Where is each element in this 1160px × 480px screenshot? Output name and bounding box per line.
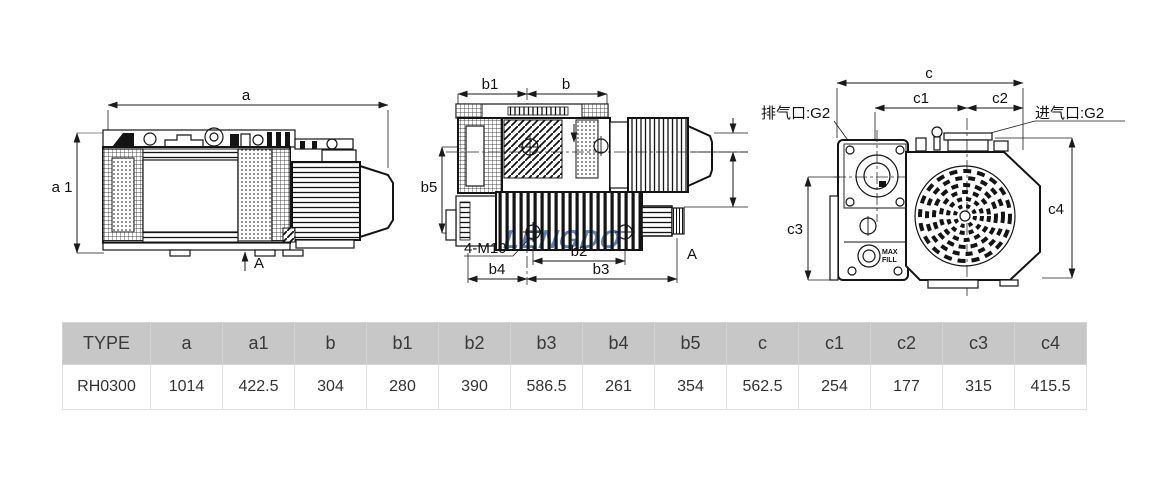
foot (927, 279, 979, 289)
foot (282, 249, 304, 257)
spec-table: TYPE a a1 b b1 b2 b3 b4 b5 c c1 c2 c3 c4… (62, 322, 1087, 410)
value-cell: 280 (366, 364, 439, 410)
column-header: b (294, 322, 367, 365)
column-header-type: TYPE (62, 322, 151, 365)
motor-end-cap (359, 164, 394, 239)
dim-label-A: A (254, 255, 264, 272)
value-cell: 390 (438, 364, 511, 410)
column-header: c4 (1014, 322, 1087, 365)
value-cell: 254 (798, 364, 871, 410)
foot (254, 249, 276, 257)
dim-label-A-top: A (687, 246, 697, 263)
table-row: RH0300 1014 422.5 304 280 390 586.5 261 … (62, 364, 1087, 410)
oil-fill-mark: FILL (882, 257, 897, 264)
engineering-drawing: a a 1 (52, 65, 1125, 296)
column-header: a1 (222, 322, 295, 365)
oil-max-mark: MAX (882, 249, 898, 256)
column-header: c2 (870, 322, 943, 365)
dim-label-b2: b2 (571, 243, 588, 260)
value-cell: 315 (942, 364, 1015, 410)
dim-label-b5: b5 (421, 179, 438, 196)
dim-label-c1: c1 (913, 90, 929, 107)
exhaust-flange (855, 154, 899, 198)
lifting-handle (164, 134, 204, 148)
foot (169, 249, 191, 257)
column-header: b2 (438, 322, 511, 365)
motor (291, 161, 361, 241)
motor-top (627, 117, 689, 193)
value-cell: 354 (654, 364, 727, 410)
front-view: c c1 c2 排气口:G2 进气口:G2 (761, 65, 1125, 296)
value-cell: 304 (294, 364, 367, 410)
dim-label-a1: a 1 (52, 179, 73, 196)
column-header: b1 (366, 322, 439, 365)
value-cell: 586.5 (510, 364, 583, 410)
dim-label-b1: b1 (482, 76, 499, 93)
column-header: b4 (582, 322, 655, 365)
column-header: c (726, 322, 799, 365)
dim-label-a: a (242, 87, 251, 104)
lifting-eye (931, 126, 943, 138)
bolt-note: 4-M10 (464, 240, 507, 257)
column-header: b3 (510, 322, 583, 365)
outlet-cylinder (641, 205, 673, 237)
value-cell: 261 (582, 364, 655, 410)
oil-sight-glass (857, 244, 881, 268)
column-header: b5 (654, 322, 727, 365)
column-header: c3 (942, 322, 1015, 365)
model-cell: RH0300 (62, 364, 151, 410)
dim-label-c3: c3 (787, 221, 803, 238)
side-view: a a 1 (52, 87, 394, 272)
dim-label-c4: c4 (1048, 201, 1064, 218)
value-cell: 415.5 (1014, 364, 1087, 410)
value-cell: 562.5 (726, 364, 799, 410)
column-header: c1 (798, 322, 871, 365)
table-header-row: TYPE a a1 b b1 b2 b3 b4 b5 c c1 c2 c3 c4 (62, 322, 1087, 365)
brand-watermark-logo: LENGDO (501, 224, 624, 254)
dim-label-c2: c2 (992, 90, 1008, 107)
oil-box-panel (142, 159, 239, 233)
dim-label-b4: b4 (489, 261, 506, 278)
top-view: b1 b b5 (421, 76, 748, 285)
column-header: a (150, 322, 223, 365)
exhaust-port-label: 排气口:G2 (761, 105, 830, 122)
intake-port (943, 132, 993, 141)
pump-front-housing (837, 139, 909, 281)
value-cell: 422.5 (222, 364, 295, 410)
dim-label-b3: b3 (593, 261, 610, 278)
foot (999, 279, 1019, 287)
value-cell: 177 (870, 364, 943, 410)
dim-label-c: c (925, 65, 933, 82)
dim-label-b: b (562, 76, 570, 93)
intake-port-label: 进气口:G2 (1035, 105, 1104, 122)
fan-grille (914, 165, 1016, 267)
value-cell: 1014 (150, 364, 223, 410)
